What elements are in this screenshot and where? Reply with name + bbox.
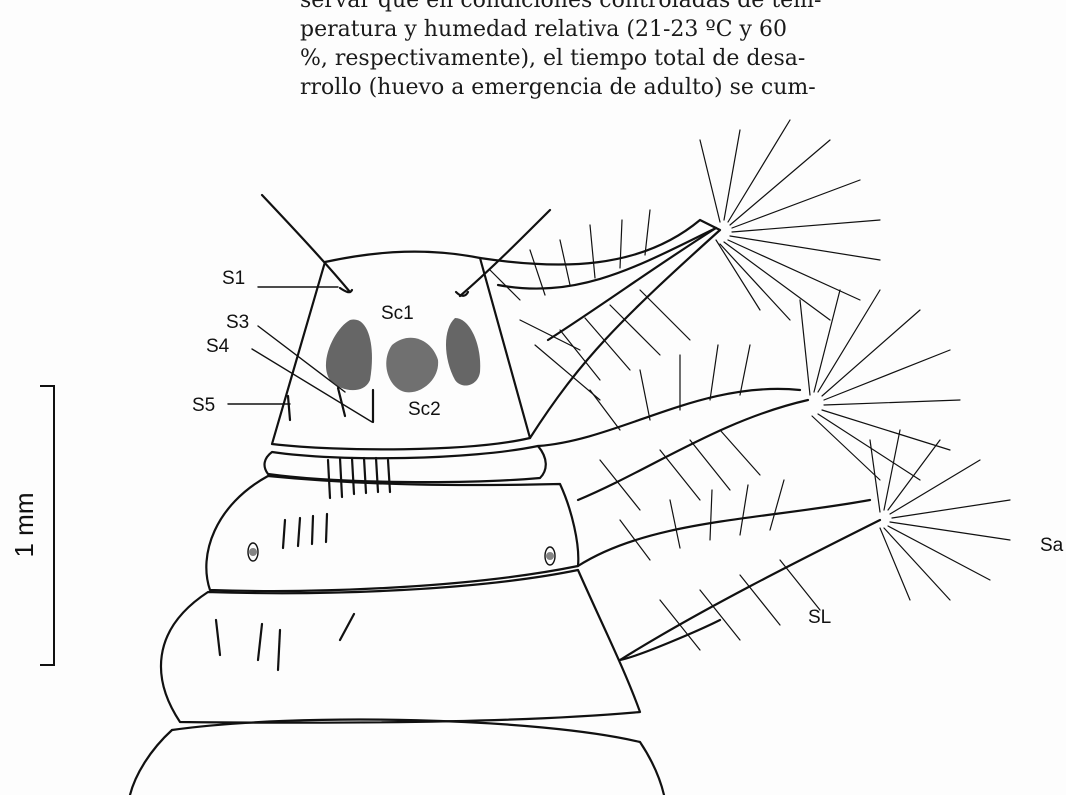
- label-sa: Sa: [1040, 535, 1064, 556]
- label-sc2: Sc2: [408, 399, 441, 420]
- label-sc1: Sc1: [381, 303, 414, 324]
- plate-right: [446, 318, 480, 386]
- label-s5: S5: [192, 395, 215, 416]
- label-s1: S1: [222, 268, 245, 289]
- plate-center: [386, 338, 438, 393]
- label-s4: S4: [206, 336, 230, 357]
- scale-bar-label: 1 mm: [9, 493, 39, 558]
- collar-segment: [265, 446, 546, 482]
- plate-left: [326, 319, 372, 390]
- seta-s1-right: [460, 210, 550, 296]
- thorax-segment: [206, 476, 578, 591]
- seta-s1-left: [262, 195, 350, 292]
- abdominal-segment: [161, 570, 640, 723]
- label-sl: SL: [808, 607, 831, 628]
- scale-bar: 1 mm: [9, 386, 54, 665]
- label-s3: S3: [226, 312, 249, 333]
- arm-2: [538, 389, 808, 500]
- lower-segment: [172, 720, 664, 795]
